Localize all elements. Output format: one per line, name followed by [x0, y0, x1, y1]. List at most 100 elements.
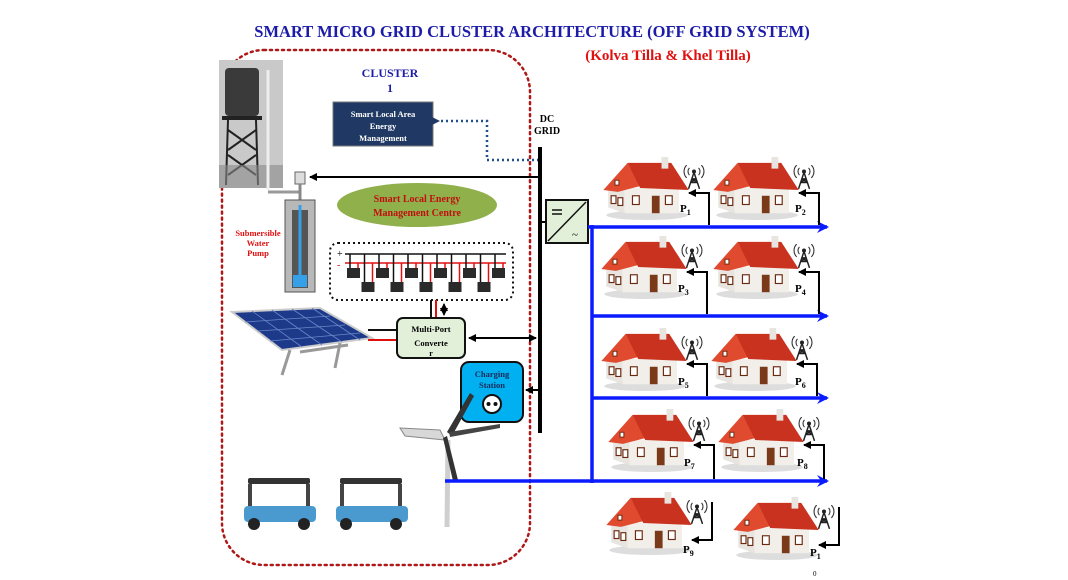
- feed-arrow: [818, 507, 840, 549]
- converter-label-3: r: [429, 349, 433, 358]
- diagram-subtitle: (Kolva Tilla & Khel Tilla): [585, 48, 751, 64]
- pump-label-2: Water: [247, 238, 270, 248]
- multi-port-converter: [396, 317, 466, 359]
- dc-grid-label-2: GRID: [534, 126, 560, 137]
- house-image: [601, 328, 688, 391]
- e-rickshaw-image-1: [244, 478, 316, 530]
- slemc-label-2: Management Centre: [373, 208, 461, 219]
- plug-socket-icon: [482, 394, 502, 414]
- battery-cell: [463, 268, 476, 278]
- house-6: P6: [711, 328, 818, 396]
- dc-grid-label-1: DC: [540, 114, 554, 125]
- converter-label-1: Multi-Port: [411, 324, 450, 334]
- cluster-number: 1: [387, 81, 393, 95]
- antenna-tower-icon: [681, 336, 703, 360]
- feed-arrow: [796, 360, 818, 396]
- battery-cell: [405, 268, 418, 278]
- house-image: [603, 157, 690, 220]
- water-tank-image: [219, 60, 283, 190]
- antenna-tower-icon: [681, 244, 703, 268]
- antenna-tower-icon: [813, 505, 835, 529]
- antenna-tower-icon: [798, 417, 820, 441]
- cluster-label: CLUSTER: [362, 66, 419, 80]
- inverter-box: ~: [540, 199, 589, 244]
- house-label: P4: [795, 283, 806, 297]
- battery-cell: [419, 282, 433, 292]
- house-label: P2: [795, 203, 806, 217]
- house-image: [601, 236, 688, 299]
- house-image: [713, 157, 800, 220]
- house-9: P9: [606, 492, 713, 558]
- house-image: [713, 236, 800, 299]
- battery-cell: [347, 268, 360, 278]
- cluster-boundary: [220, 48, 532, 567]
- house-1: P1: [603, 157, 710, 225]
- antenna-tower-icon: [683, 165, 705, 189]
- battery-bank: + -: [329, 242, 514, 301]
- antenna-tower-icon: [793, 165, 815, 189]
- slaem-label-2: Energy: [370, 121, 397, 131]
- house-7: P7: [608, 409, 715, 479]
- smart-local-area-energy-management-box: [332, 101, 434, 147]
- feed-arrow: [688, 189, 710, 225]
- charging-label-2: Station: [479, 380, 505, 390]
- feed-arrow: [686, 360, 708, 396]
- svg-text:~: ~: [572, 229, 578, 241]
- slaem-label-3: Management: [359, 133, 407, 143]
- feed-arrow: [691, 502, 713, 544]
- battery-cell: [361, 282, 375, 292]
- battery-cell: [434, 268, 447, 278]
- house-label: P9: [683, 544, 694, 558]
- wind-turbine-image: [399, 393, 500, 528]
- battery-plus-label: +: [337, 249, 343, 260]
- battery-cell: [477, 282, 491, 292]
- slemc-label-1: Smart Local Energy: [374, 194, 461, 205]
- feed-arrow: [798, 268, 820, 314]
- ac-distribution-bus: [445, 221, 829, 487]
- house-label: P5: [678, 376, 689, 390]
- diagram-title: SMART MICRO GRID CLUSTER ARCHITECTURE (O…: [254, 22, 809, 41]
- antenna-tower-icon: [686, 500, 708, 524]
- antenna-tower-icon: [688, 417, 710, 441]
- solar-panel-image: [229, 306, 376, 376]
- house-label: P6: [795, 376, 806, 390]
- e-rickshaw-image-2: [336, 478, 408, 530]
- antenna-tower-icon: [791, 336, 813, 360]
- charging-label-1: Charging: [475, 369, 510, 379]
- feed-arrow: [693, 441, 715, 479]
- battery-cell: [376, 268, 389, 278]
- house-5: P5: [601, 328, 708, 396]
- house-image: [718, 409, 805, 472]
- house-label: P3: [678, 283, 689, 297]
- house-label: P7: [684, 457, 695, 471]
- house-3: P3: [601, 236, 708, 314]
- house-label: P1: [680, 203, 691, 217]
- battery-minus-label: -: [337, 260, 340, 271]
- battery-cell: [390, 282, 404, 292]
- charging-station: [460, 361, 524, 423]
- house-image: [733, 497, 820, 560]
- smart-local-energy-management-centre: [337, 183, 497, 227]
- pump-label-3: Pump: [247, 248, 269, 258]
- house-2: P2: [713, 157, 820, 225]
- antenna-tower-icon: [793, 244, 815, 268]
- feed-arrow: [803, 441, 825, 479]
- house-label: P8: [797, 457, 808, 471]
- battery-cell: [448, 282, 462, 292]
- battery-cell: [492, 268, 505, 278]
- pump-label-1: Submersible: [235, 228, 281, 238]
- house-image: [608, 409, 695, 472]
- house-10: P1 0: [733, 497, 840, 578]
- communication-link-dotted: [430, 116, 539, 162]
- house-label: P1: [810, 547, 821, 561]
- feed-arrow: [798, 189, 820, 225]
- feed-arrow: [686, 268, 708, 314]
- house-image: [711, 328, 798, 391]
- slaem-label-1: Smart Local Area: [351, 109, 416, 119]
- house-4: P4: [713, 236, 820, 314]
- house-8: P8: [718, 409, 825, 479]
- converter-label-2: Converte: [414, 338, 448, 348]
- house-label-overflow: 0: [813, 570, 817, 578]
